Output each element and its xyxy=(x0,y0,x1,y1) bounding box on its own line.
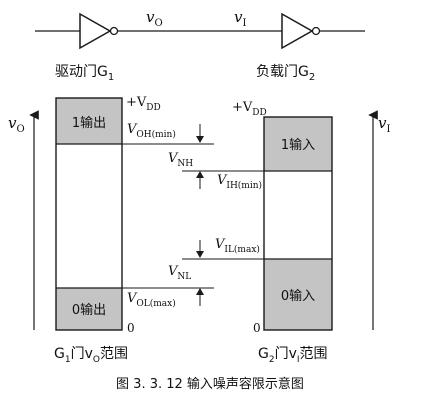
right-high-region xyxy=(264,117,332,171)
load-bubble-icon xyxy=(311,26,321,36)
driver-gate-icon xyxy=(79,12,112,50)
vnh-label: VNH xyxy=(168,151,193,169)
left-low-region xyxy=(56,288,122,330)
vol-label: VOL(max) xyxy=(127,291,176,309)
left-low-label: 0输出 xyxy=(72,302,106,318)
right-bar: 1输入 0输入 0 +VDD G2门vI范围 xyxy=(232,100,333,365)
left-axis: vO xyxy=(8,110,39,330)
right-vdd-label: +VDD xyxy=(232,100,267,118)
vo-signal-label: vO xyxy=(146,8,163,29)
figure-caption: 图 3. 3. 12 输入噪声容限示意图 xyxy=(116,376,304,392)
load-gate-label: 负载门G2 xyxy=(256,64,315,83)
left-high-region xyxy=(56,98,122,144)
right-high-label: 1输入 xyxy=(281,137,315,153)
left-zero-label: 0 xyxy=(127,321,135,335)
left-axis-label: vO xyxy=(8,114,25,135)
vi-signal-label: vI xyxy=(234,8,246,29)
left-high-label: 1输出 xyxy=(72,115,106,131)
vil-label: VIL(max) xyxy=(215,237,260,255)
right-axis: vI xyxy=(368,110,390,330)
left-vdd-label: +VDD xyxy=(126,95,161,113)
vnl-label: VNL xyxy=(168,264,191,282)
right-low-region xyxy=(264,259,332,330)
left-bar: 1输出 0输出 0 +VDD G1门vO范围 xyxy=(54,95,161,365)
right-zero-label: 0 xyxy=(253,321,261,335)
right-low-label: 0输入 xyxy=(281,288,315,304)
left-bar-caption: G1门vO范围 xyxy=(54,345,128,365)
driver-bubble-icon xyxy=(109,26,119,36)
threshold-labels: VOH(min) VNH VIH(min) VIL(max) VNL VOL(m… xyxy=(127,122,262,309)
load-gate-icon xyxy=(281,12,314,50)
vih-label: VIH(min) xyxy=(217,173,262,191)
right-bar-caption: G2门vI范围 xyxy=(258,345,328,365)
driver-gate-label: 驱动门G1 xyxy=(55,64,114,83)
threshold-lines xyxy=(122,124,264,306)
gate-chain: vO vI 驱动门G1 负载门G2 xyxy=(35,8,365,83)
voh-label: VOH(min) xyxy=(127,122,176,140)
right-axis-label: vI xyxy=(378,114,390,135)
